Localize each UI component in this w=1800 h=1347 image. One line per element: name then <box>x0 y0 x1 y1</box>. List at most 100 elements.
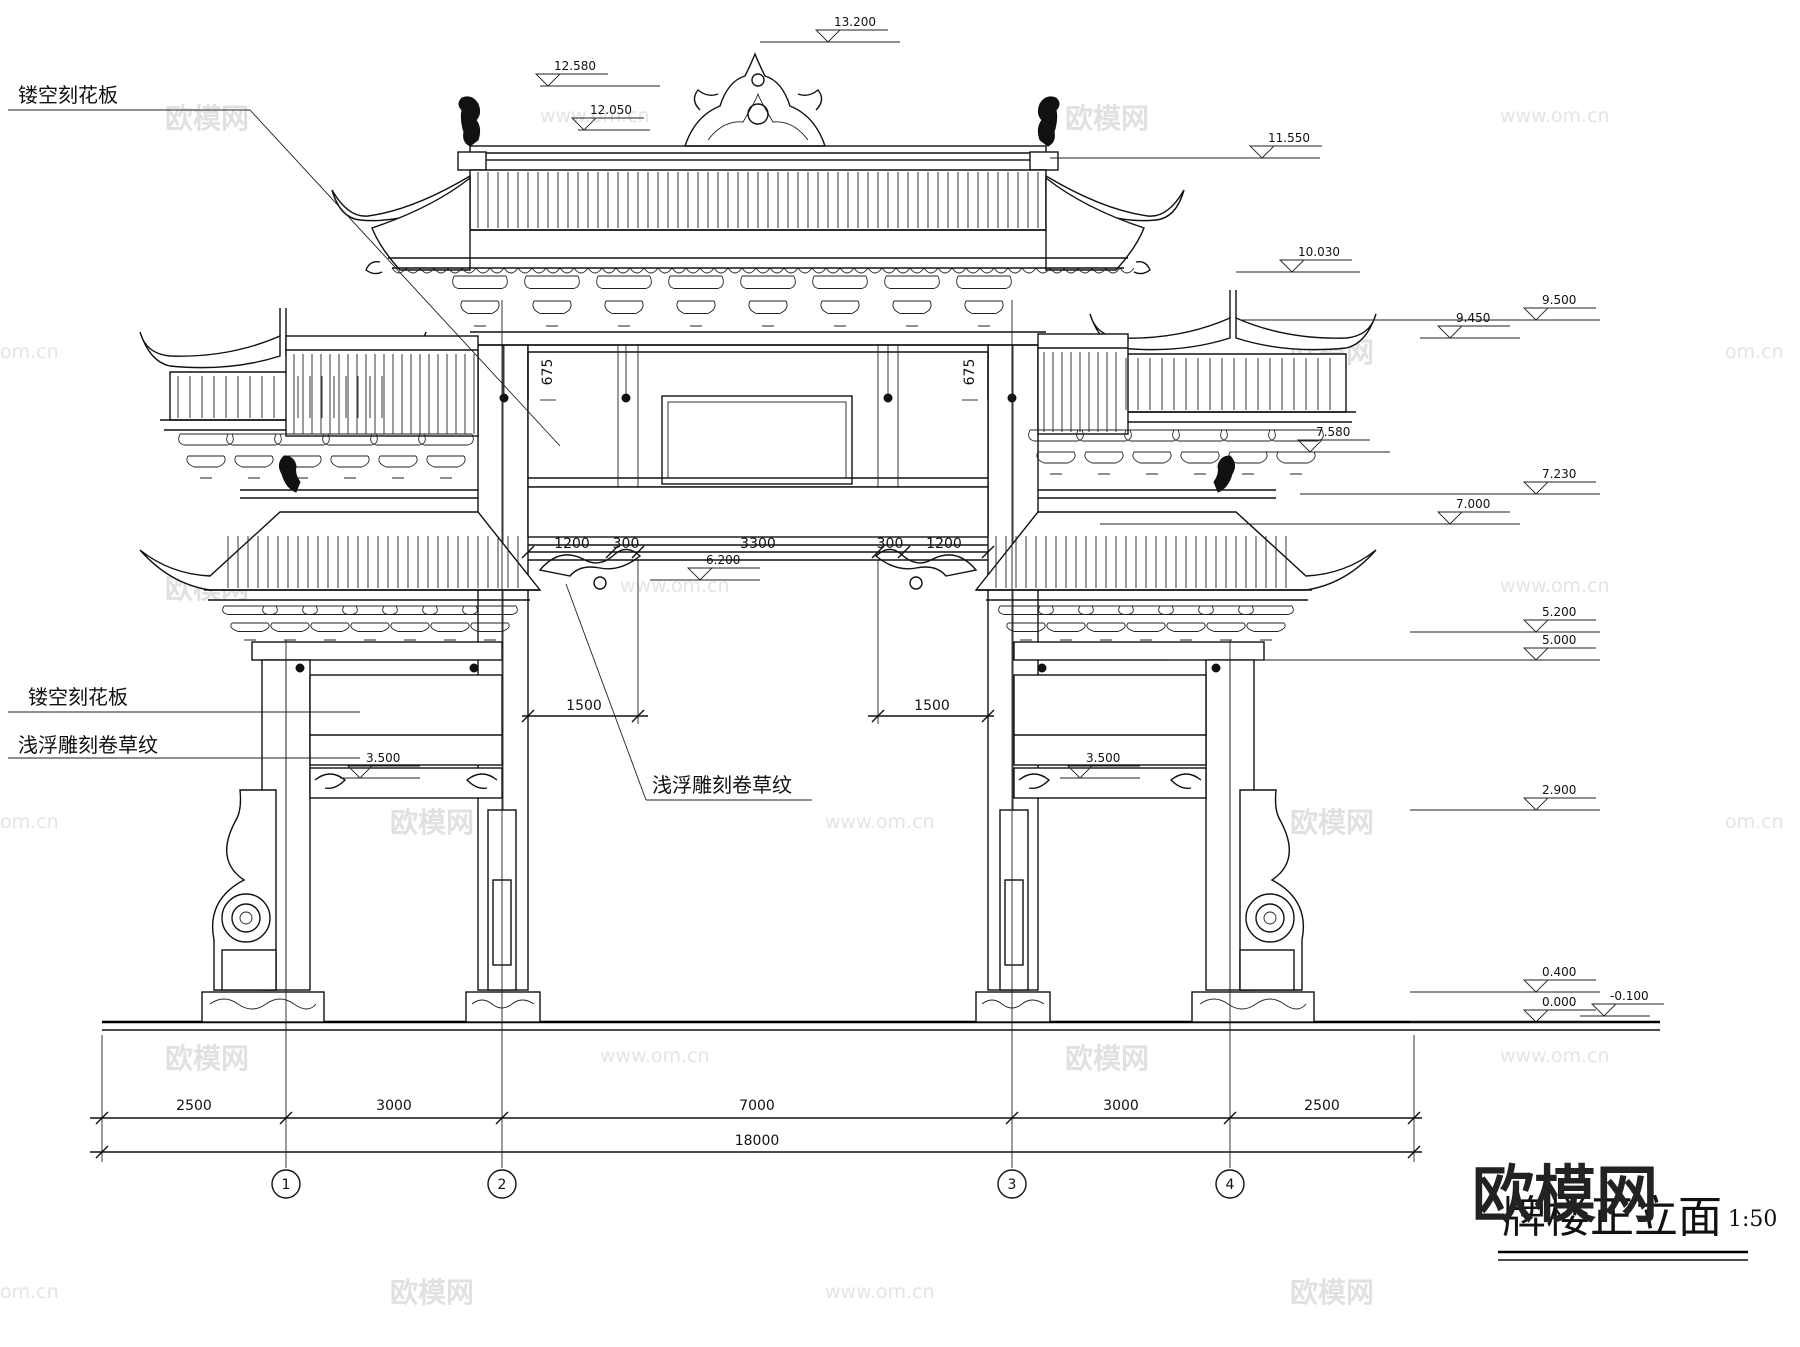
level-marker: 9.450 <box>1420 311 1520 339</box>
watermark: om.cn <box>1725 341 1784 363</box>
level-marker: 12.580 <box>534 59 660 87</box>
dim-text: 1200 <box>926 536 962 552</box>
watermark: 欧模网 <box>1065 1042 1149 1075</box>
dim-text: 2500 <box>176 1098 212 1114</box>
watermark: 欧模网 <box>1290 1276 1374 1309</box>
level-value: 9.450 <box>1456 311 1490 325</box>
dimension-lines <box>90 352 1422 1162</box>
right-upper-roof <box>1028 290 1377 499</box>
level-marker: 13.200 <box>760 15 900 43</box>
watermark: 欧模网 <box>165 102 249 135</box>
level-value: 11.550 <box>1268 131 1310 145</box>
watermark: www.om.cn <box>1500 105 1610 127</box>
level-value: 12.580 <box>554 59 596 73</box>
level-value: -0.100 <box>1610 989 1649 1003</box>
level-value: 2.900 <box>1542 783 1576 797</box>
level-value: 6.200 <box>706 553 740 567</box>
level-value: 13.200 <box>834 15 876 29</box>
watermark: www.om.cn <box>600 1045 710 1067</box>
level-value: 7.580 <box>1316 425 1350 439</box>
leader-lines <box>8 109 812 801</box>
watermark: 欧模网 <box>1290 806 1374 839</box>
annotations: 镂空刻花板 镂空刻花板 浅浮雕刻卷草纹 浅浮雕刻卷草纹 <box>18 83 792 797</box>
dim-text: 1200 <box>554 536 590 552</box>
level-marker: 12.050 <box>570 103 650 131</box>
drawing-title: 牌楼正立面 <box>1502 1192 1722 1243</box>
level-value: 5.200 <box>1542 605 1576 619</box>
dim-text: 300 <box>877 536 904 552</box>
level-value: 12.050 <box>590 103 632 117</box>
dim-text: 3000 <box>376 1098 412 1114</box>
level-value: 9.500 <box>1542 293 1576 307</box>
level-marker: 6.200 <box>650 553 760 581</box>
level-marker: -0.100 <box>1580 989 1664 1017</box>
ground-line <box>102 1020 1660 1031</box>
level-marker: 3.500 <box>340 751 420 779</box>
axis-bubbles: 1 2 3 4 <box>271 1169 1245 1199</box>
level-marker: 7.000 <box>1100 497 1520 525</box>
watermark: www.om.cn <box>1500 575 1610 597</box>
level-value: 5.000 <box>1542 633 1576 647</box>
level-marker: 3.500 <box>1060 751 1140 779</box>
watermark: www.om.cn <box>620 575 730 597</box>
level-marker: 0.400 <box>1410 965 1600 993</box>
drawing-scale: 1:50 <box>1728 1207 1777 1232</box>
watermark: om.cn <box>0 811 59 833</box>
dim-text: 3000 <box>1103 1098 1139 1114</box>
site-logo: 欧模网 <box>1472 1158 1658 1231</box>
dim-text: 2500 <box>1304 1098 1340 1114</box>
watermark: www.om.cn <box>825 811 935 833</box>
level-marker: 2.900 <box>1410 783 1600 811</box>
axis-lines <box>285 300 1231 1168</box>
dim-text: 300 <box>613 536 640 552</box>
title-block: 牌楼正立面 1:50 欧模网 <box>1472 1158 1777 1261</box>
watermark: 欧模网 <box>1065 102 1149 135</box>
level-marker: 10.030 <box>1236 245 1360 273</box>
level-marker: 5.200 <box>1410 605 1600 633</box>
level-value: 7.000 <box>1456 497 1490 511</box>
level-value: 10.030 <box>1298 245 1340 259</box>
label-relief-carving-center: 浅浮雕刻卷草纹 <box>652 773 792 797</box>
label-hollow-carved-side: 镂空刻花板 <box>28 685 128 709</box>
level-marker: 0.000 <box>1410 995 1600 1023</box>
central-bay <box>465 344 1051 1023</box>
level-marker: 11.550 <box>1050 131 1322 159</box>
level-markers: 13.200 12.580 12.050 11.550 10.030 9.500 9.450… <box>340 15 1664 1023</box>
watermark: om.cn <box>0 341 59 363</box>
watermark: om.cn <box>0 1281 59 1303</box>
watermark: 欧模网 <box>390 806 474 839</box>
axis-bubble: 3 <box>997 1169 1027 1199</box>
watermark: 欧模网 <box>390 1276 474 1309</box>
svg-text:2: 2 <box>498 1177 507 1193</box>
left-upper-roof <box>139 308 479 499</box>
dim-text: 7000 <box>739 1098 775 1114</box>
axis-bubble: 2 <box>487 1169 517 1199</box>
dim-text: 3300 <box>740 536 776 552</box>
svg-text:3: 3 <box>1008 1177 1017 1193</box>
right-side-bay <box>974 511 1377 1023</box>
level-value: 3.500 <box>1086 751 1120 765</box>
watermark: www.om.cn <box>825 1281 935 1303</box>
main-roof <box>331 52 1185 346</box>
level-value: 3.500 <box>366 751 400 765</box>
axis-bubble: 1 <box>271 1169 301 1199</box>
watermark: www.om.cn <box>1500 1045 1610 1067</box>
watermark: om.cn <box>1725 811 1784 833</box>
level-value: 0.400 <box>1542 965 1576 979</box>
dim-total-text: 18000 <box>735 1133 780 1149</box>
axis-bubble: 4 <box>1215 1169 1245 1199</box>
dim-text: 675 <box>540 359 556 386</box>
svg-text:1: 1 <box>282 1177 291 1193</box>
svg-text:4: 4 <box>1226 1177 1235 1193</box>
level-marker: 7.580 <box>1260 425 1390 453</box>
dim-text: 1500 <box>914 698 950 714</box>
watermark: 欧模网 <box>165 1042 249 1075</box>
dim-text: 1500 <box>566 698 602 714</box>
level-marker: 9.500 <box>1240 293 1600 321</box>
level-marker: 5.000 <box>1170 633 1600 661</box>
level-value: 7.230 <box>1542 467 1576 481</box>
label-hollow-carved-top: 镂空刻花板 <box>18 83 118 107</box>
dimension-texts: 1200 300 3300 300 1200 1500 1500 675 675… <box>176 359 1340 1149</box>
dim-text: 675 <box>962 359 978 386</box>
